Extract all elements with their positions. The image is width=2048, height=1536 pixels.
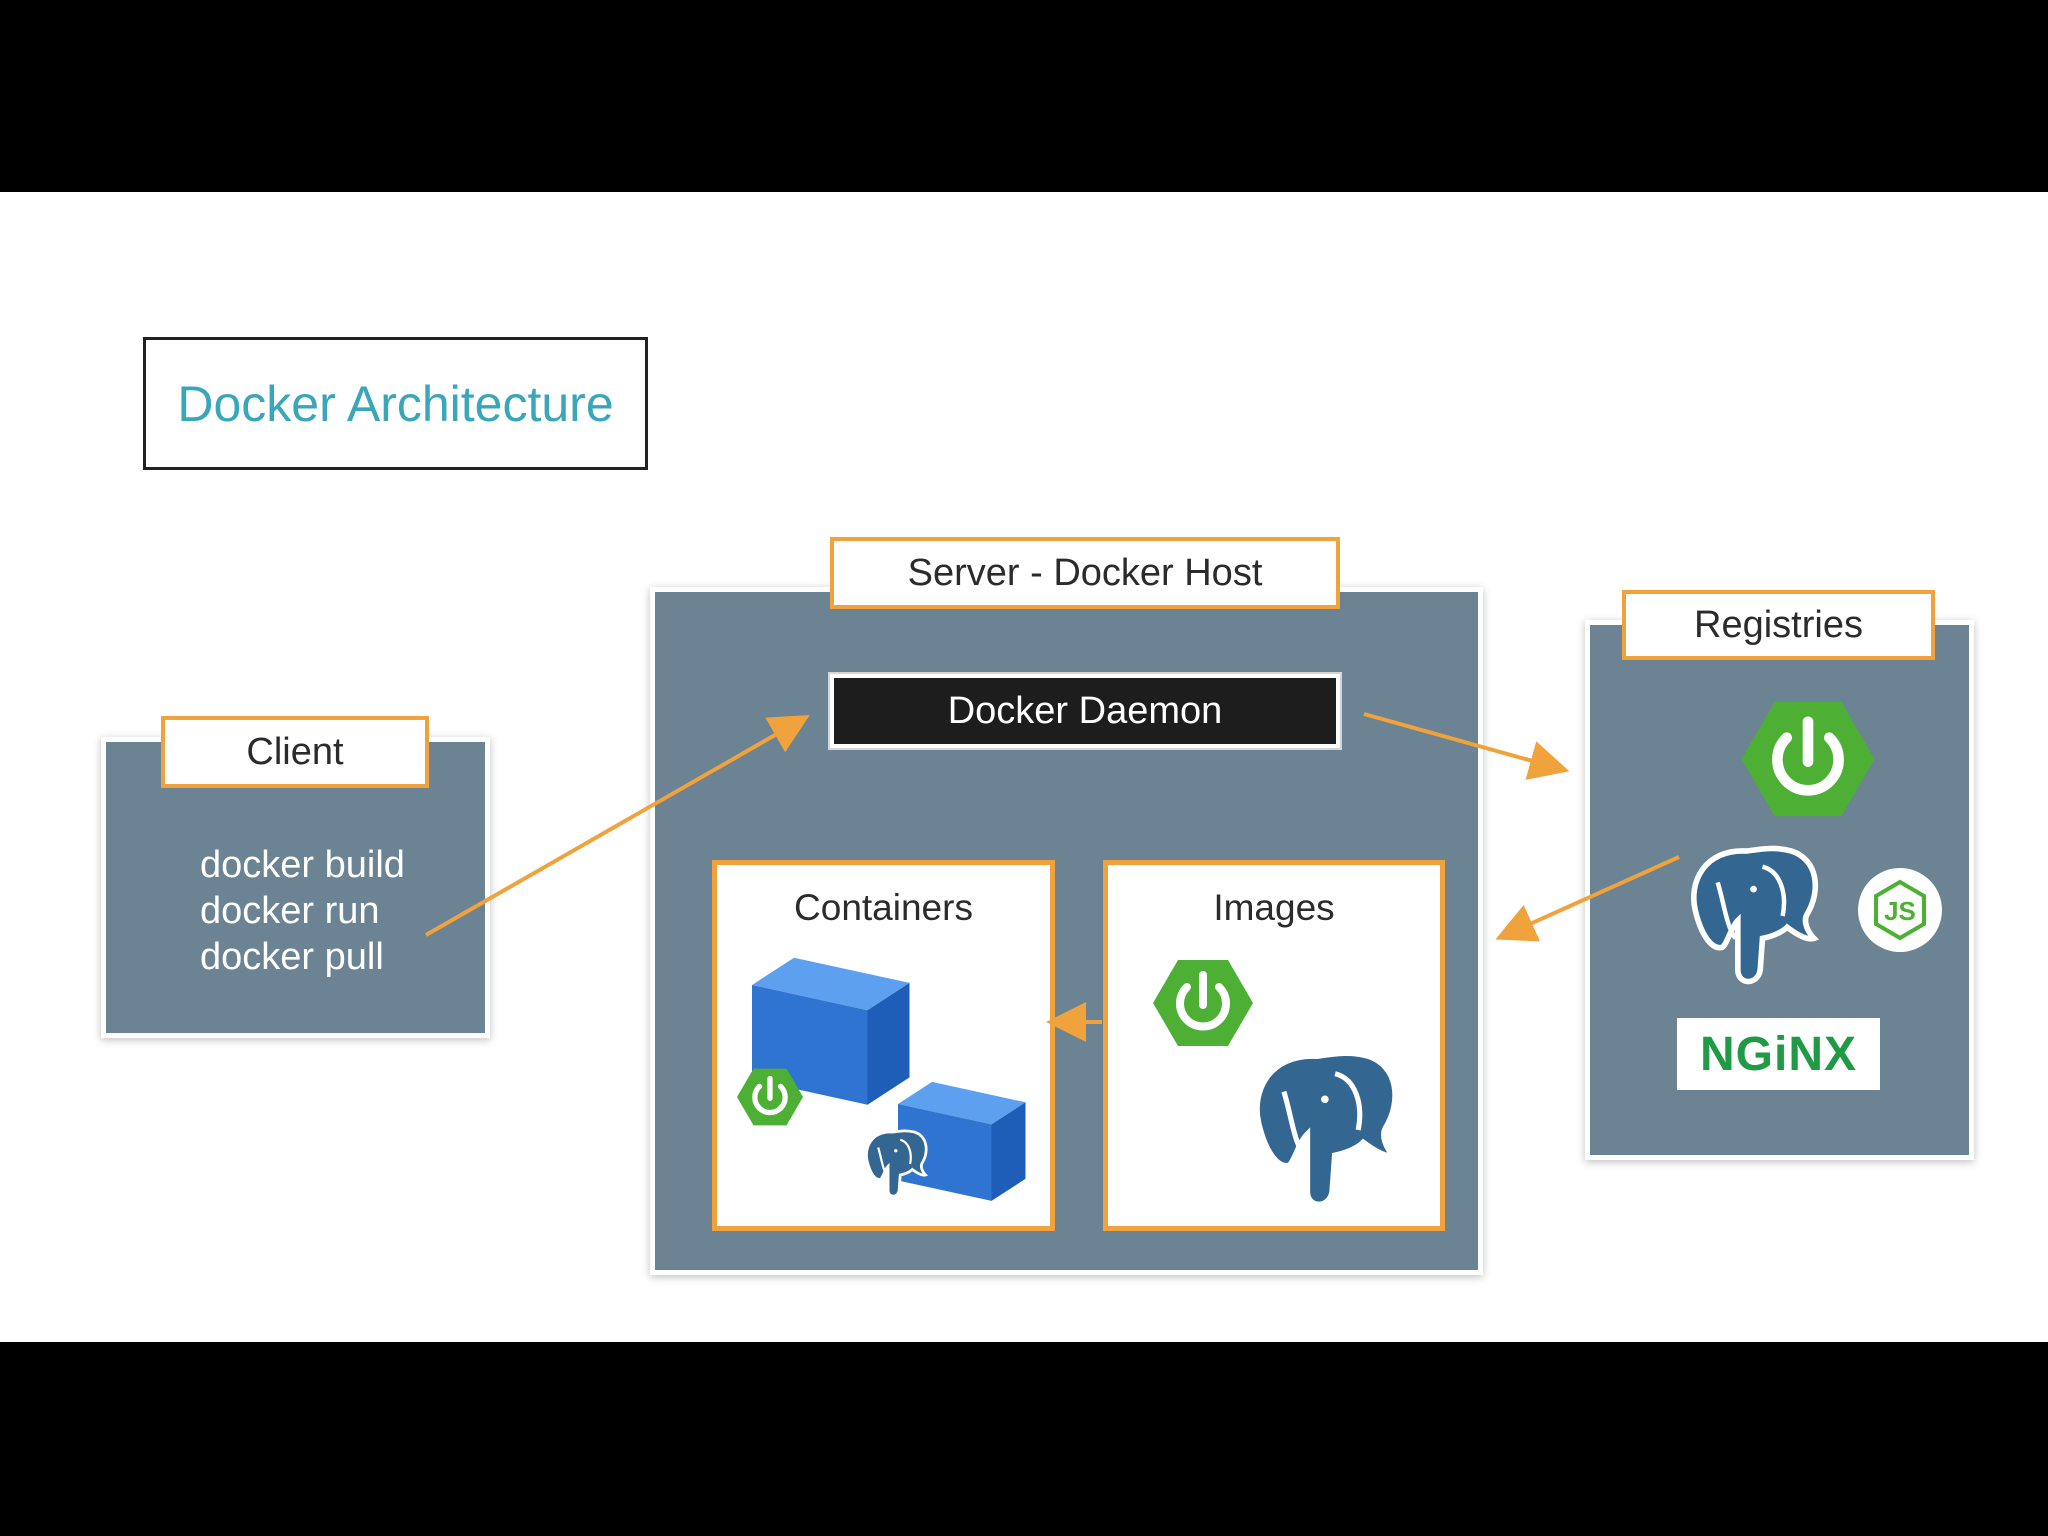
page-title: Docker Architecture [177, 375, 614, 432]
registries-label: Registries [1622, 590, 1935, 660]
title-box: Docker Architecture [143, 337, 648, 470]
nginx-logo: NGiNX [1677, 1018, 1880, 1090]
containers-title: Containers [794, 887, 973, 928]
command-run: docker run [200, 890, 380, 932]
arrow-daemon-to-registries [1363, 712, 1570, 780]
client-label: Client [161, 716, 429, 788]
server-label: Server - Docker Host [830, 537, 1340, 609]
spring-boot-icon [1742, 702, 1875, 816]
client-commands: docker build docker run docker pull [200, 842, 405, 980]
command-build: docker build [200, 844, 405, 886]
arrow-client-to-daemon [425, 715, 810, 937]
command-pull: docker pull [200, 936, 384, 978]
docker-daemon-box: Docker Daemon [830, 674, 1340, 748]
arrow-registries-to-host [1495, 855, 1680, 942]
nodejs-icon: JS [1858, 868, 1942, 952]
spring-boot-icon [1153, 960, 1253, 1046]
postgres-elephant-icon [865, 1129, 928, 1198]
images-box: Images [1103, 860, 1445, 1231]
postgres-elephant-icon [1694, 848, 1816, 981]
postgres-elephant-icon [1257, 1053, 1396, 1205]
nodejs-label: JS [1884, 896, 1916, 926]
images-title: Images [1213, 887, 1335, 928]
client-panel [106, 742, 485, 1033]
